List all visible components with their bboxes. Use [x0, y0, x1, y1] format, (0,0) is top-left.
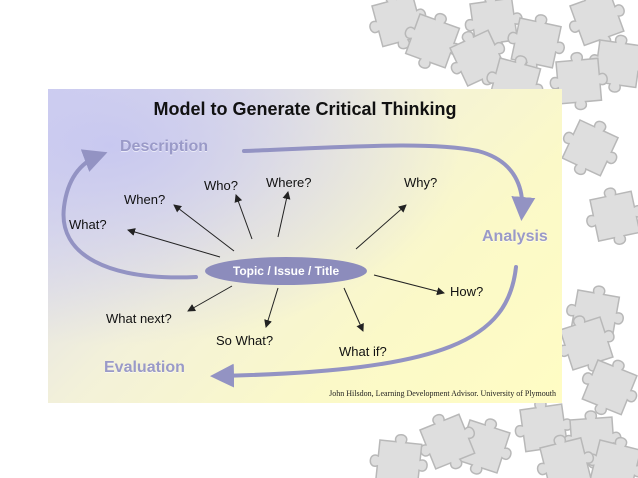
evaluation-to-description-arrow [61, 149, 198, 280]
arrow-how [373, 274, 445, 296]
question-so-what: So What? [216, 333, 274, 348]
question-what-next: What next? [106, 311, 172, 326]
stage-analysis: Analysis [482, 228, 548, 245]
question-what: What? [69, 217, 107, 232]
question-what-if: What if? [339, 344, 387, 359]
stage-description: Description [120, 138, 209, 155]
arrow-when [173, 204, 235, 252]
arrow-so-what [264, 287, 279, 328]
diagram-arrows [61, 143, 536, 388]
question-how: How? [450, 284, 484, 299]
arrow-why [355, 204, 407, 250]
question-why: Why? [404, 175, 438, 190]
question-where: Where? [266, 175, 312, 190]
arrow-what [127, 228, 221, 258]
arrow-what-next [187, 285, 233, 312]
question-when: When? [124, 192, 166, 207]
arrow-where [277, 191, 291, 238]
topic-ellipse: Topic / Issue / Title [205, 257, 367, 285]
diagram-panel: Model to Generate Critical Thinking Desc… [48, 89, 562, 403]
analysis-to-evaluation-arrow [210, 265, 518, 388]
question-who: Who? [204, 178, 238, 193]
arrow-what-if [343, 287, 364, 332]
puzzle-right-side [551, 109, 638, 349]
arrow-who [234, 194, 253, 240]
description-to-analysis-arrow [242, 143, 536, 221]
credit-text: John Hilsdon, Learning Development Advis… [329, 389, 556, 398]
diagram-title: Model to Generate Critical Thinking [153, 99, 457, 119]
stage-evaluation: Evaluation [104, 359, 185, 376]
